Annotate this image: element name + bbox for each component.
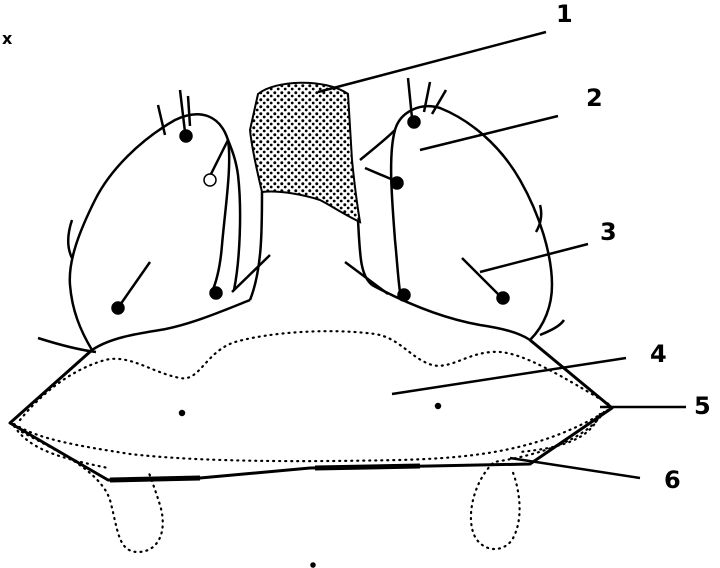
- stippled-central-region: [250, 83, 360, 222]
- callout-3: 3: [600, 218, 617, 246]
- right-lobe: [345, 78, 564, 340]
- callout-4: 4: [650, 340, 667, 368]
- leader-line-1: [318, 32, 546, 92]
- leader-lines: [318, 32, 686, 478]
- leader-line-6: [510, 458, 640, 478]
- callout-5: 5: [694, 392, 711, 420]
- dotted-outline: [14, 331, 612, 552]
- leader-line-2: [420, 116, 558, 150]
- corner-mark: x: [2, 29, 13, 48]
- callout-6: 6: [664, 466, 681, 494]
- left-lobe: [38, 90, 270, 352]
- leader-line-3: [480, 244, 588, 272]
- callout-1: 1: [556, 0, 573, 28]
- callout-2: 2: [586, 84, 603, 112]
